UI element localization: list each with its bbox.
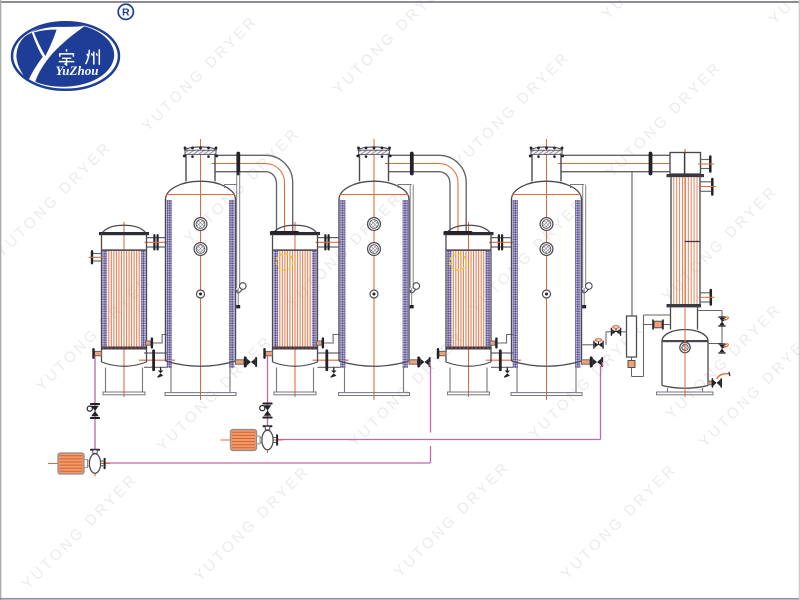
svg-text:YuZhou: YuZhou	[56, 63, 99, 78]
svg-text:R: R	[122, 7, 130, 19]
